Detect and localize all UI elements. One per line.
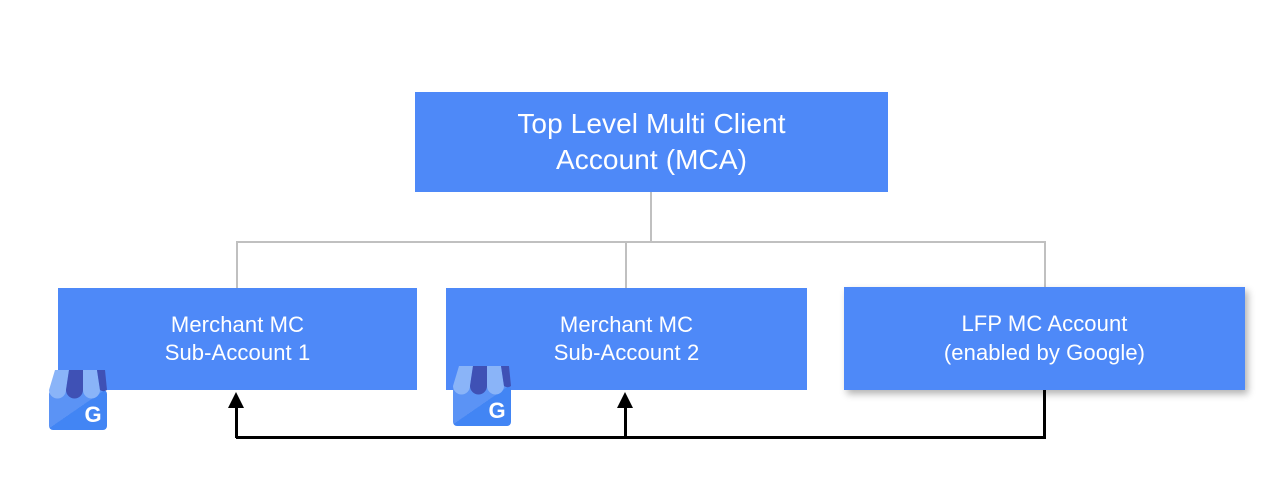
- connector-drop-sub-account-1: [236, 241, 238, 289]
- node-merchant-sub-account-1[interactable]: Merchant MC Sub-Account 1: [58, 288, 417, 390]
- node-lfp-mc-account[interactable]: LFP MC Account (enabled by Google): [844, 287, 1245, 390]
- connector-horizontal-bus: [236, 241, 1045, 243]
- gmb-icon-letter-g: G: [84, 402, 101, 427]
- feed-arrow-riser-to-sub-account-1: [235, 404, 238, 438]
- node-lfp-mc-account-line1: LFP MC Account: [961, 311, 1128, 337]
- node-top-level-mca-line2: Account (MCA): [555, 144, 748, 175]
- feed-arrow-riser-from-lfp: [1043, 390, 1046, 438]
- node-top-level-mca[interactable]: Top Level Multi Client Account (MCA): [415, 92, 888, 192]
- node-merchant-sub-account-1-line2: Sub-Account 1: [164, 340, 311, 365]
- connector-mca-stem: [650, 192, 652, 242]
- node-merchant-sub-account-1-line1: Merchant MC: [170, 311, 305, 337]
- node-top-level-mca-line1: Top Level Multi Client: [517, 108, 786, 140]
- connector-drop-lfp-account: [1044, 241, 1046, 288]
- feed-arrowhead-sub-account-2: [617, 392, 633, 408]
- feed-arrowhead-sub-account-1: [228, 392, 244, 408]
- node-merchant-sub-account-2-line1: Merchant MC: [559, 311, 694, 337]
- google-business-profile-storefront-icon: G: [453, 366, 511, 426]
- feed-arrow-horizontal-bus: [236, 436, 1046, 439]
- feed-arrow-riser-to-sub-account-2: [624, 404, 627, 438]
- node-lfp-mc-account-line2: (enabled by Google): [943, 339, 1146, 365]
- connector-drop-sub-account-2: [625, 241, 627, 289]
- gmb-icon-letter-g: G: [488, 398, 505, 423]
- google-business-profile-storefront-icon: G: [49, 370, 107, 430]
- node-merchant-sub-account-2-line2: Sub-Account 2: [553, 340, 700, 365]
